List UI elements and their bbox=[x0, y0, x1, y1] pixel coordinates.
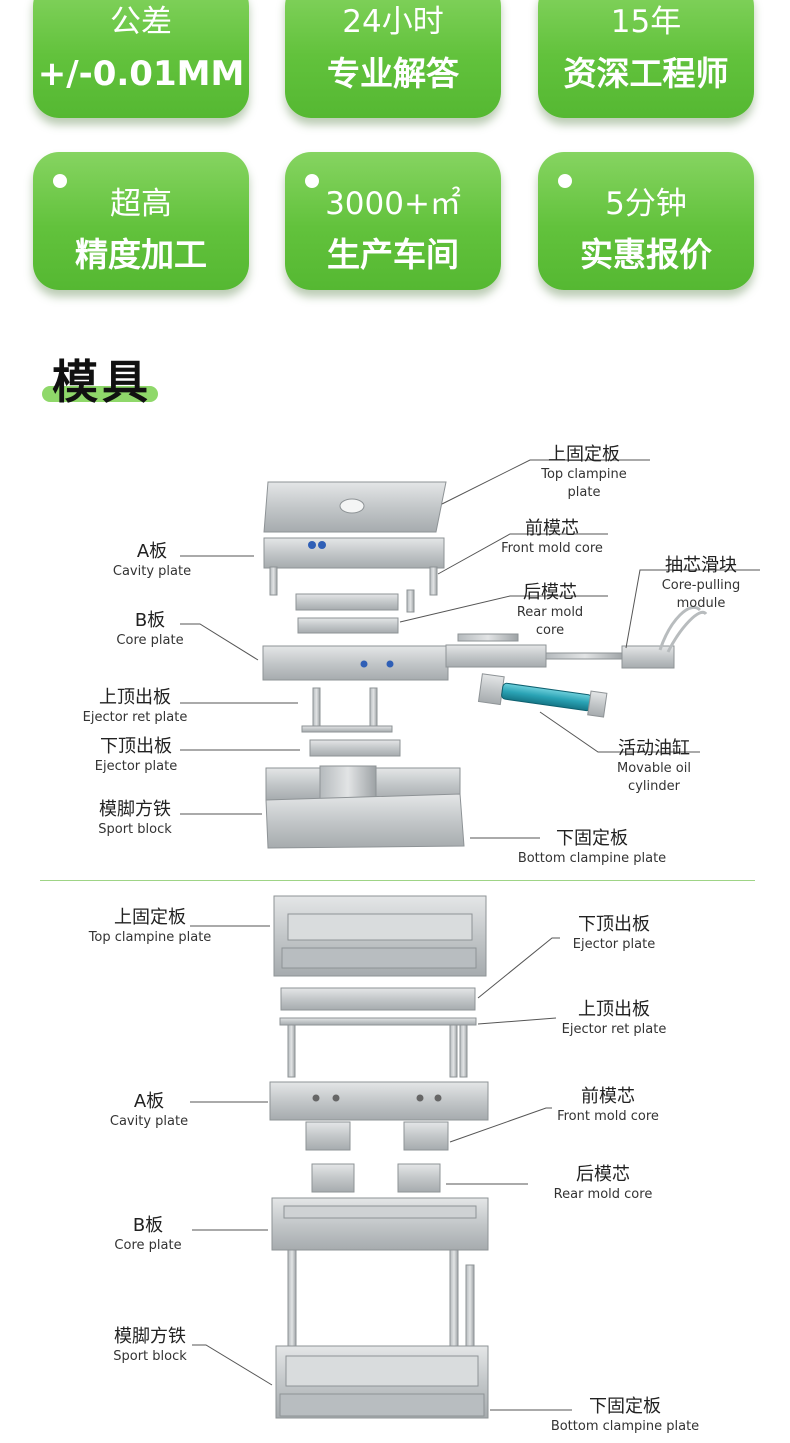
bullet-dot-icon bbox=[558, 174, 572, 188]
feature-card-tolerance: 公差 +/-0.01MM bbox=[33, 0, 249, 118]
d1-rear-core bbox=[297, 617, 399, 634]
d1-sport-block-mid bbox=[319, 765, 377, 801]
card-line2: 实惠报价 bbox=[580, 235, 712, 274]
d2-front-core-left bbox=[305, 1121, 351, 1151]
d1-slider-block bbox=[445, 644, 547, 668]
feature-card-precision: 超高 精度加工 bbox=[33, 152, 249, 290]
section-divider bbox=[40, 880, 755, 881]
d1-slider-rod bbox=[545, 652, 625, 660]
card-line2: 精度加工 bbox=[75, 235, 207, 274]
feature-card-quote: 5分钟 实惠报价 bbox=[538, 152, 754, 290]
feature-card-support: 24小时 专业解答 bbox=[285, 0, 501, 118]
diagram1-leaders bbox=[180, 459, 760, 839]
d2-a-plate bbox=[269, 1081, 489, 1121]
feature-card-engineer: 15年 资深工程师 bbox=[538, 0, 754, 118]
d1-ejector-ret-plate bbox=[301, 725, 393, 733]
d2-rear-core-right bbox=[397, 1163, 441, 1193]
card-line2: 生产车间 bbox=[327, 235, 459, 274]
bullet-dot-icon bbox=[53, 174, 67, 188]
d2-rear-core-left bbox=[311, 1163, 355, 1193]
d1-ejector-plate bbox=[309, 739, 401, 757]
card-line2: 专业解答 bbox=[327, 54, 459, 93]
card-line1: 5分钟 bbox=[605, 186, 687, 222]
card-line1: 超高 bbox=[110, 186, 172, 222]
diagram1-parts bbox=[262, 481, 708, 849]
bullet-dot-icon bbox=[305, 174, 319, 188]
d2-ejector-plate bbox=[280, 987, 476, 1011]
d1-a-plate bbox=[263, 537, 445, 569]
d1-sport-block-left bbox=[265, 767, 321, 801]
diagram2-parts bbox=[269, 895, 489, 1419]
d2-front-core-right bbox=[403, 1121, 449, 1151]
card-line1: 公差 bbox=[110, 4, 172, 40]
section-title: 模具 bbox=[52, 355, 152, 409]
d1-sprue-hole bbox=[339, 498, 365, 514]
card-line2: 资深工程师 bbox=[563, 54, 729, 93]
d2-ejector-ret-plate bbox=[279, 1017, 477, 1026]
title-highlight bbox=[42, 386, 158, 402]
card-line2: +/-0.01MM bbox=[37, 54, 245, 94]
card-line1: 3000+㎡ bbox=[325, 186, 461, 222]
d1-bottom-clamp-plate bbox=[265, 793, 465, 849]
d1-slider-rail bbox=[457, 633, 519, 642]
d1-oil-cylinder bbox=[477, 673, 608, 718]
card-line1: 15年 bbox=[610, 4, 682, 40]
card-line1: 24小时 bbox=[342, 4, 444, 40]
d1-core-pulling-block bbox=[621, 645, 675, 669]
d1-front-core bbox=[295, 593, 399, 611]
feature-card-workshop: 3000+㎡ 生产车间 bbox=[285, 152, 501, 290]
d1-b-plate bbox=[262, 645, 449, 681]
diagram2-leaders bbox=[190, 925, 572, 1411]
